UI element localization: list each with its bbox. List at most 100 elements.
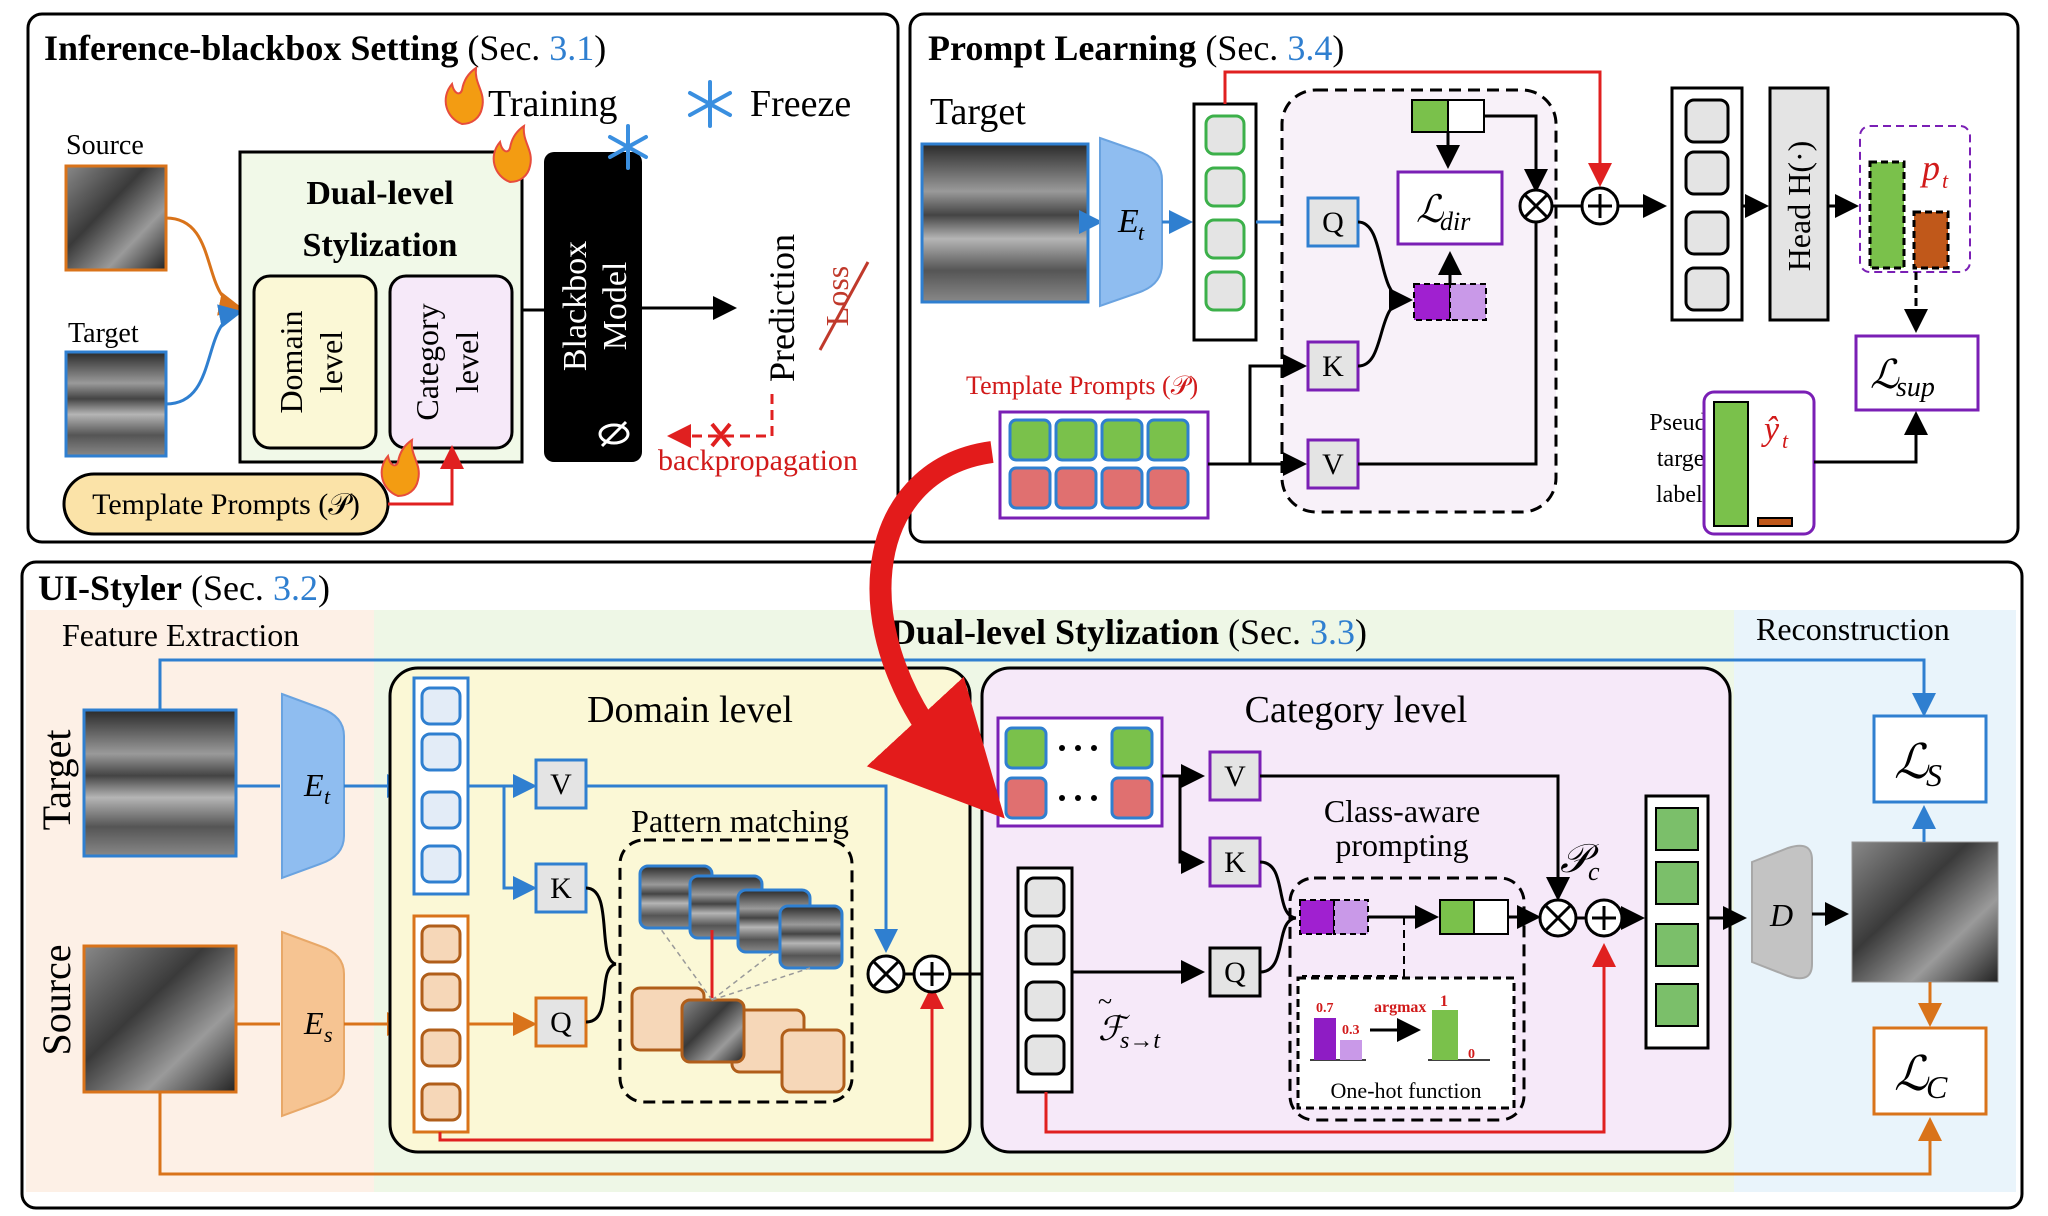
query-box (534, 996, 588, 1048)
svg-text:ℒ: ℒ (1870, 352, 1900, 397)
loss-strike (818, 261, 870, 351)
panel-title: UI-Styler (38, 568, 182, 608)
loss-sup-box (1854, 334, 1980, 412)
svg-text:D: D (1769, 897, 1793, 933)
svg-text:Class-aware: Class-aware (1324, 793, 1480, 829)
loss-c-box (1872, 1026, 1988, 1116)
pattern-matching-block (618, 838, 854, 1104)
loss-dir-box (1396, 170, 1504, 246)
svg-text:0.3: 0.3 (1342, 1023, 1360, 1038)
svg-text:p: p (1919, 148, 1940, 188)
encoder-et (1099, 136, 1163, 308)
svg-text:target: target (1657, 446, 1712, 472)
target-image (82, 708, 238, 858)
svg-text:Source: Source (34, 944, 79, 1055)
svg-text:Category level: Category level (1245, 689, 1468, 731)
svg-text:t: t (324, 784, 331, 809)
fire-icon (380, 437, 420, 498)
feature-extraction-label: Feature Extraction (62, 617, 299, 653)
backprop-label: backpropagation (658, 444, 858, 477)
hidden-eye-icon (598, 420, 630, 448)
svg-text:V: V (1224, 760, 1246, 793)
svg-text:argmax: argmax (1374, 999, 1426, 1016)
svg-text:Domain level: Domain level (587, 689, 793, 731)
svg-text:Prompt Learning (Sec. 3.4): Prompt Learning (Sec. 3.4) (928, 28, 1344, 68)
svg-text:ŷ: ŷ (1761, 411, 1780, 448)
reconstructed-image (1851, 841, 1999, 983)
svg-text:V: V (550, 768, 572, 801)
svg-text:K: K (1224, 846, 1246, 879)
prediction-label: Prediction (762, 234, 802, 382)
svg-text:ℒ: ℒ (1894, 736, 1930, 789)
encoder-es (281, 930, 345, 1118)
svg-text:ℒ: ℒ (1416, 189, 1445, 231)
source-label: Source (66, 130, 144, 161)
target-label: Target (930, 91, 1026, 133)
snowflake-icon (688, 80, 732, 128)
encoder-et (281, 692, 345, 880)
legend-freeze: Freeze (750, 83, 851, 125)
blackbox-model (544, 152, 642, 462)
svg-text:One-hot function: One-hot function (1331, 1078, 1482, 1103)
panel-ui-styler: UI-Styler (Sec. 3.2) Feature Extraction … (20, 560, 2024, 1210)
svg-text:ℒ: ℒ (1894, 1048, 1930, 1101)
panel-title: Prompt Learning (928, 28, 1196, 68)
svg-text:Q: Q (550, 1006, 572, 1039)
svg-text:Dual-level Stylization (Sec. 3: Dual-level Stylization (Sec. 3.3) (890, 612, 1367, 652)
source-image (82, 944, 238, 1094)
svg-text:E: E (1117, 203, 1139, 240)
snowflake-icon (608, 124, 648, 170)
panel-title: Inference-blackbox Setting (44, 28, 458, 68)
svg-text:C: C (1926, 1069, 1948, 1105)
dual-level-title: Dual-level Stylization (890, 612, 1219, 652)
svg-text:s→t: s→t (1120, 1028, 1161, 1054)
source-image (64, 164, 168, 272)
head-module (1768, 86, 1830, 322)
fire-icon (492, 123, 532, 184)
legend-training: Training (488, 83, 618, 125)
panel-inference-blackbox: Inference-blackbox Setting (Sec. 3.1) Tr… (26, 12, 900, 544)
svg-text:UI-Styler (Sec. 3.2): UI-Styler (Sec. 3.2) (38, 568, 330, 608)
svg-text:Dual-level: Dual-level (306, 175, 453, 212)
value-box (534, 758, 588, 810)
reconstruction-label: Reconstruction (1756, 611, 1950, 647)
svg-text:Stylization: Stylization (303, 227, 458, 264)
svg-text:t: t (1138, 220, 1145, 245)
svg-text:Q: Q (1322, 206, 1344, 239)
loss-s-box (1872, 714, 1988, 804)
svg-text:Pattern matching: Pattern matching (631, 803, 849, 839)
target-image (64, 350, 168, 458)
svg-text:sup: sup (1896, 372, 1935, 403)
svg-text:Domain: Domain (273, 310, 309, 413)
svg-text:0.7: 0.7 (1316, 1001, 1334, 1016)
domain-level-box (252, 274, 378, 450)
svg-text:Blackbox: Blackbox (557, 241, 594, 371)
svg-text:s: s (324, 1022, 333, 1047)
prompt-transfer-arrow (866, 441, 1005, 819)
svg-text:Head H(·): Head H(·) (1781, 141, 1817, 272)
svg-text:E: E (303, 1005, 324, 1041)
svg-text:K: K (1322, 350, 1344, 383)
svg-text:Target: Target (34, 730, 79, 831)
target-label: Target (68, 318, 139, 349)
svg-text:E: E (303, 767, 324, 803)
svg-text:K: K (550, 872, 572, 905)
decoder (1751, 844, 1813, 980)
target-image (920, 142, 1090, 304)
svg-text:Category: Category (409, 303, 445, 420)
svg-text:Q: Q (1224, 956, 1246, 989)
svg-text:Inference-blackbox Setting (Se: Inference-blackbox Setting (Sec. 3.1) (44, 28, 606, 68)
template-prompts-label: Template Prompts (𝒫) (966, 371, 1198, 400)
blocked-icon (710, 422, 732, 448)
svg-text:Model: Model (597, 262, 634, 351)
fire-icon (444, 65, 484, 126)
svg-text:dir: dir (1440, 207, 1471, 236)
svg-text:~: ~ (1098, 987, 1112, 1016)
svg-text:prompting: prompting (1335, 827, 1468, 863)
svg-text:level: level (449, 331, 485, 393)
svg-text:V: V (1322, 448, 1344, 481)
svg-text:1: 1 (1440, 993, 1448, 1010)
svg-text:t: t (1782, 428, 1789, 453)
svg-text:t: t (1942, 168, 1949, 193)
